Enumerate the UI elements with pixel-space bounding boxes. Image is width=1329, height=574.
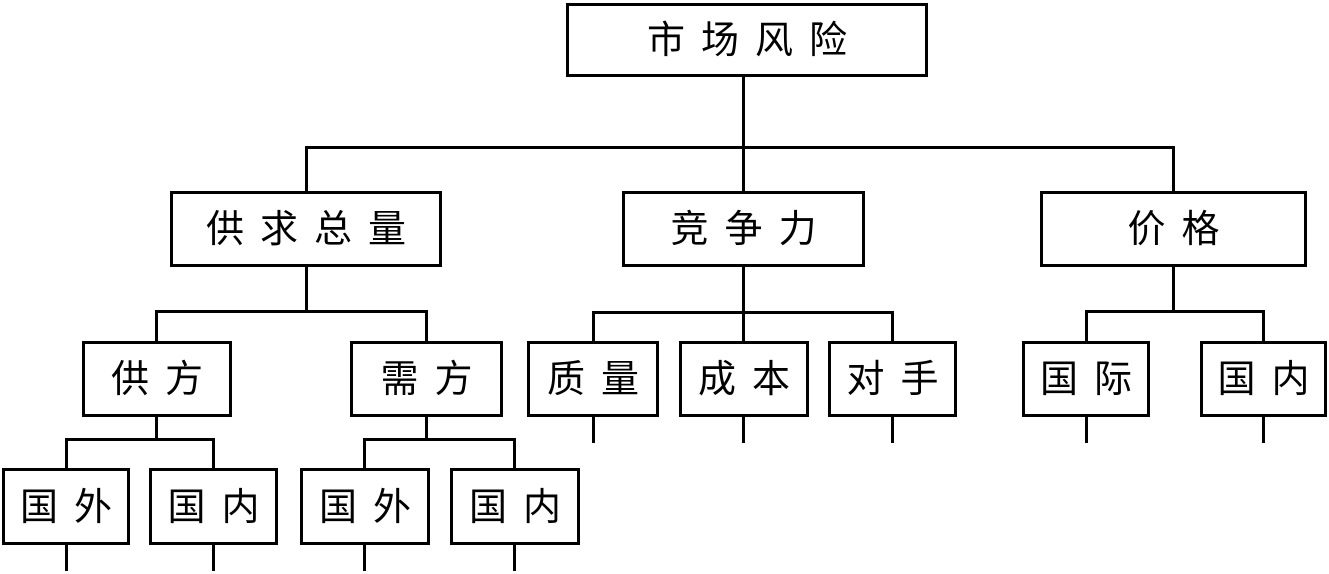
- connector-drop-demander-foreign: [363, 438, 366, 468]
- connector-drop-rival: [891, 311, 894, 341]
- node-quality: 质量: [527, 341, 659, 417]
- connector-price-rail: [1085, 310, 1265, 313]
- stub-quality: [592, 417, 595, 443]
- node-price-label: 价格: [1127, 207, 1236, 251]
- stub-supplier-foreign: [65, 545, 68, 571]
- node-supplier-foreign: 国外: [2, 468, 130, 545]
- connector-drop-supplier-domestic: [212, 438, 215, 468]
- connector-drop-supplier-foreign: [65, 438, 68, 468]
- connector-drop-price: [1172, 146, 1175, 191]
- connector-drop-international: [1085, 310, 1088, 341]
- node-demander-foreign: 国外: [300, 468, 430, 545]
- stub-demander-foreign: [363, 545, 366, 571]
- node-rival-label: 对手: [846, 357, 955, 401]
- stub-rival: [891, 417, 894, 443]
- node-demander-domestic-label: 国内: [468, 484, 577, 529]
- node-supplier-foreign-label: 国外: [19, 484, 128, 529]
- node-domestic-price-label: 国内: [1217, 357, 1326, 401]
- node-demander-foreign-label: 国外: [318, 484, 427, 529]
- stub-cost: [742, 417, 745, 443]
- node-quality-label: 质量: [546, 357, 655, 401]
- connector-drop-demander: [425, 310, 428, 341]
- node-supply-demand-total-label: 供求总量: [205, 207, 422, 251]
- node-supplier-domestic: 国内: [149, 468, 278, 545]
- node-supplier-domestic-label: 国内: [167, 484, 276, 529]
- connector-drop-domestic-price: [1262, 310, 1265, 341]
- connector-drop-competitiveness: [742, 146, 745, 191]
- connector-drop-supply-demand: [305, 146, 308, 191]
- node-rival: 对手: [828, 341, 957, 417]
- node-domestic-price: 国内: [1200, 341, 1327, 417]
- node-international: 国际: [1022, 341, 1150, 417]
- stub-international: [1085, 417, 1088, 443]
- connector-demander-vertical: [425, 417, 428, 438]
- node-competitiveness-label: 竞争力: [670, 207, 833, 251]
- node-international-label: 国际: [1039, 357, 1148, 401]
- node-cost-label: 成本: [697, 357, 806, 401]
- stub-demander-domestic: [513, 545, 516, 571]
- connector-supply-demand-rail: [155, 310, 428, 313]
- node-demander-label: 需方: [380, 357, 489, 401]
- node-price: 价格: [1040, 191, 1307, 267]
- node-demander-domestic: 国内: [450, 468, 580, 545]
- node-market-risk-label: 市场风险: [646, 18, 863, 62]
- node-competitiveness: 竞争力: [622, 191, 865, 267]
- stub-supplier-domestic: [212, 545, 215, 571]
- connector-level2-rail: [305, 146, 1175, 149]
- connector-drop-demander-domestic: [513, 438, 516, 468]
- connector-supplier-rail: [65, 438, 215, 441]
- node-supplier: 供方: [82, 341, 232, 417]
- node-supplier-label: 供方: [110, 357, 219, 401]
- connector-drop-quality: [592, 311, 595, 341]
- connector-root-vertical: [742, 77, 745, 146]
- connector-competitiveness-vertical: [742, 267, 745, 311]
- node-market-risk: 市场风险: [566, 3, 928, 77]
- node-supply-demand-total: 供求总量: [170, 191, 442, 267]
- connector-drop-supplier: [155, 310, 158, 341]
- connector-supply-demand-vertical: [305, 267, 308, 310]
- stub-domestic-price: [1262, 417, 1265, 443]
- connector-supplier-vertical: [155, 417, 158, 438]
- connector-drop-cost: [742, 311, 745, 341]
- node-cost: 成本: [679, 341, 809, 417]
- node-demander: 需方: [350, 341, 503, 417]
- connector-price-vertical: [1172, 267, 1175, 310]
- connector-demander-rail: [363, 438, 516, 441]
